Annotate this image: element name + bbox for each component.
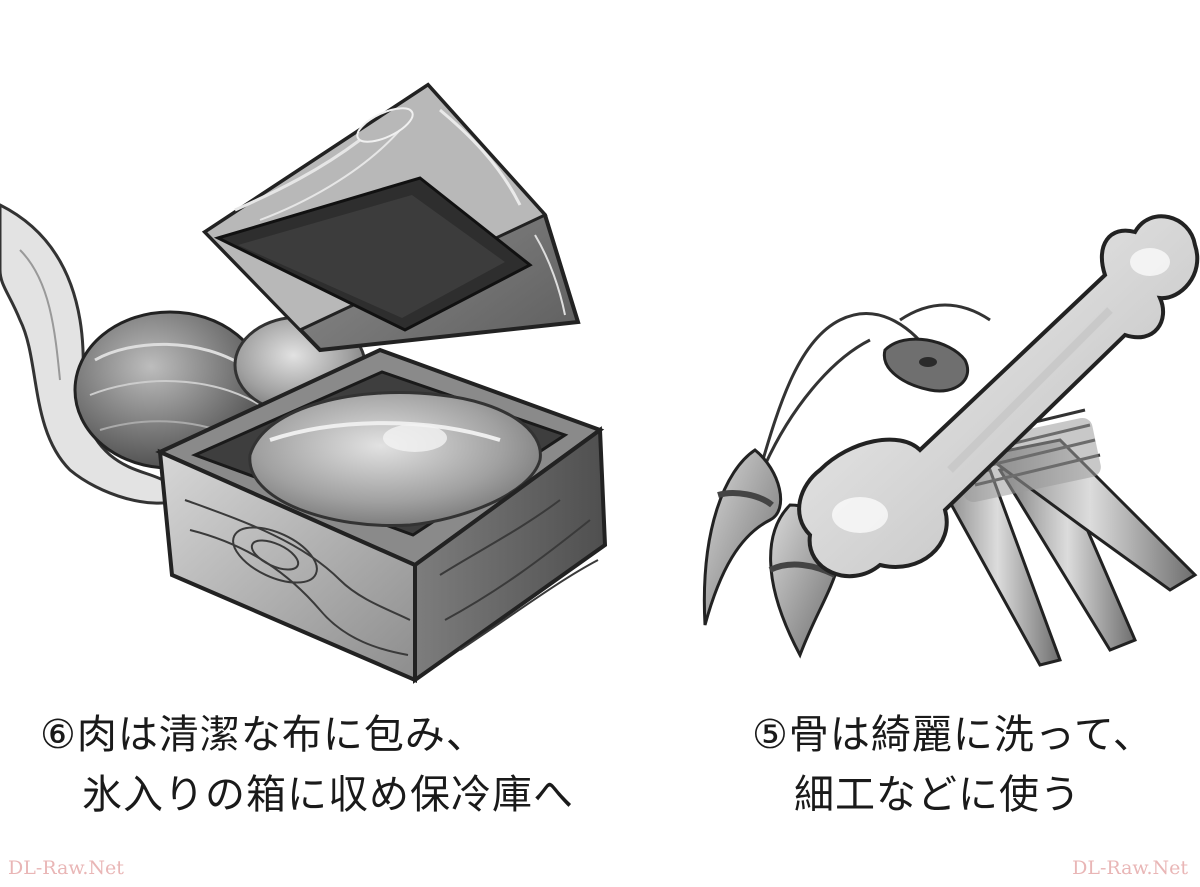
bone — [797, 214, 1200, 579]
watermark-left: DL-Raw.Net — [8, 857, 124, 879]
wooden-box — [155, 347, 608, 684]
wooden-box-lid — [201, 82, 581, 353]
left-caption: ⑥肉は清潔な布に包み、 氷入りの箱に収め保冷庫へ — [40, 705, 574, 825]
necklace-cord — [758, 303, 991, 471]
left-caption-line1: ⑥肉は清潔な布に包み、 — [40, 712, 487, 758]
right-caption-line2: 細工などに使う — [794, 772, 1081, 818]
wooden-tag — [882, 337, 969, 393]
watermark-right: DL-Raw.Net — [1072, 857, 1188, 879]
right-caption: ⑤骨は綺麗に洗って、 細工などに使う — [752, 705, 1154, 825]
fang-pendant-1 — [702, 448, 783, 626]
wrapped-meat-in-box — [248, 391, 542, 528]
right-caption-line1: ⑤骨は綺麗に洗って、 — [752, 712, 1154, 758]
left-caption-line2: 氷入りの箱に収め保冷庫へ — [82, 772, 574, 818]
